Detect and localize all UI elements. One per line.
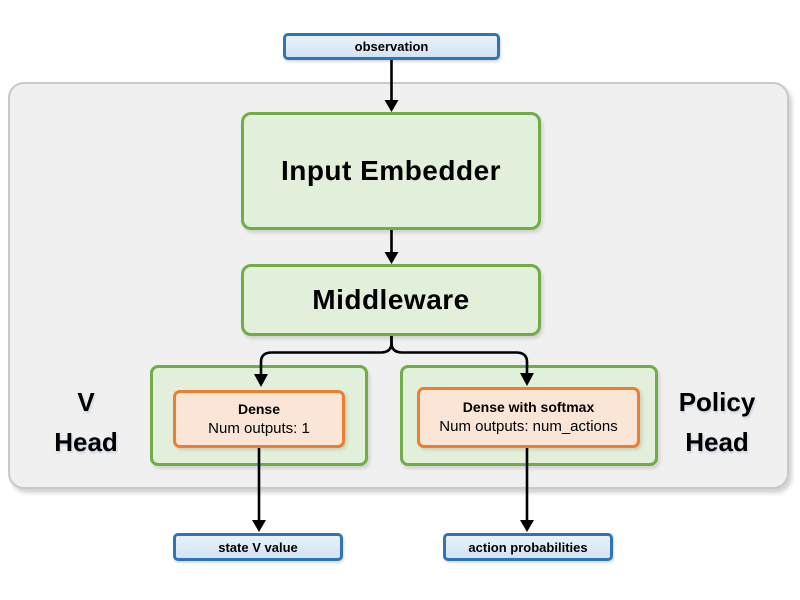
label-v-head-line1: V bbox=[77, 387, 95, 417]
arrowhead-into-state-v-value bbox=[252, 520, 266, 532]
node-middleware-label: Middleware bbox=[312, 284, 470, 315]
label-policy-head: Policy Head bbox=[655, 382, 779, 462]
node-action-probabilities-label: action probabilities bbox=[468, 539, 588, 555]
node-policy-head-dense: Dense with softmax Num outputs: num_acti… bbox=[417, 387, 640, 448]
arrowhead-into-action-probabilities bbox=[520, 520, 534, 532]
node-observation-label: observation bbox=[354, 39, 429, 54]
node-action-probabilities: action probabilities bbox=[443, 533, 613, 561]
node-v-head-dense-subtitle: Num outputs: 1 bbox=[208, 419, 310, 437]
label-v-head-line2: Head bbox=[54, 427, 118, 457]
node-v-head-dense-title: Dense bbox=[237, 400, 281, 417]
node-v-head-dense: Dense Num outputs: 1 bbox=[173, 390, 345, 448]
node-policy-head-dense-title: Dense with softmax bbox=[462, 399, 595, 415]
label-v-head: V Head bbox=[30, 382, 142, 462]
node-state-v-value-label: state V value bbox=[218, 539, 298, 555]
node-middleware: Middleware bbox=[241, 264, 541, 336]
node-input-embedder: Input Embedder bbox=[241, 112, 541, 230]
label-policy-head-line1: Policy bbox=[678, 387, 756, 417]
node-observation: observation bbox=[283, 33, 500, 60]
node-input-embedder-label: Input Embedder bbox=[280, 155, 502, 186]
node-policy-head-dense-subtitle: Num outputs: num_actions bbox=[439, 418, 618, 435]
label-policy-head-line2: Head bbox=[685, 427, 749, 457]
node-state-v-value: state V value bbox=[173, 533, 343, 561]
